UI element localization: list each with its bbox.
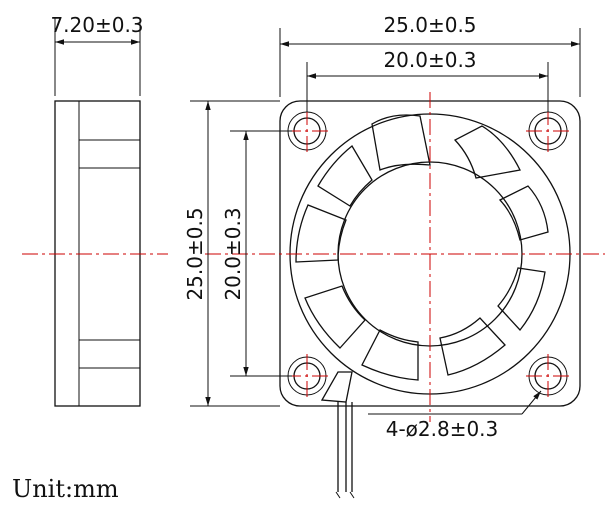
- dimensions: 25.0±0.5 20.0±0.3 25.0±0.5 20.0±0.3 4-ø2…: [183, 13, 581, 441]
- hole-spacing-v-label: 20.0±0.3: [221, 207, 245, 300]
- outer-width-label: 25.0±0.5: [383, 13, 476, 37]
- side-view: 7.20±0.3: [22, 13, 168, 407]
- unit-label: Unit:mm: [12, 475, 119, 503]
- fan-blades: [295, 114, 549, 381]
- thickness-label: 7.20±0.3: [50, 13, 143, 37]
- outer-height-label: 25.0±0.5: [183, 207, 207, 300]
- hole-callout-label: 4-ø2.8±0.3: [386, 417, 499, 441]
- cable: [320, 371, 355, 499]
- hole-spacing-h-label: 20.0±0.3: [383, 48, 476, 72]
